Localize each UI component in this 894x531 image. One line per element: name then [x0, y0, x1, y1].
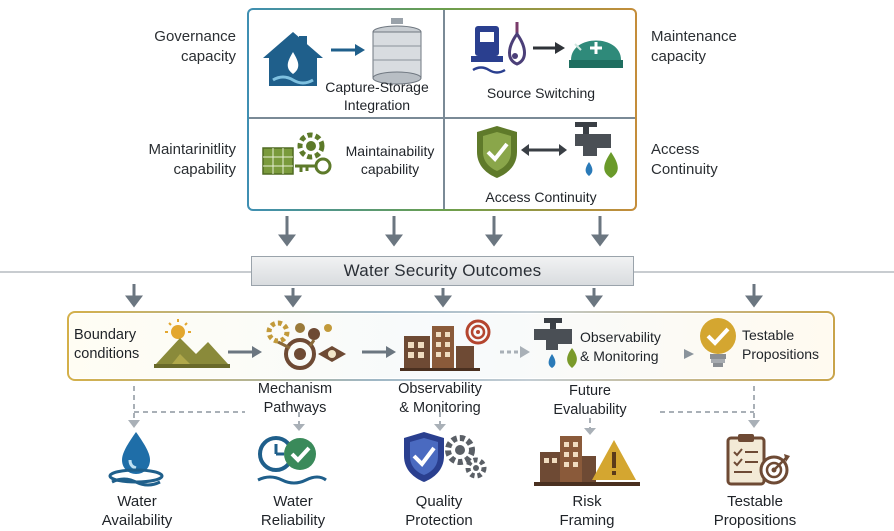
banner-rule-left [0, 271, 251, 273]
maintainability-icon [262, 132, 332, 175]
matrix-divider-horizontal [249, 117, 635, 119]
water-availability-icon [108, 432, 164, 487]
risk-framing-icon [534, 436, 640, 486]
capture-storage-icon [263, 18, 422, 86]
testable-propositions-icon [726, 434, 790, 486]
mechanism-pathways-icon [266, 320, 346, 370]
maintenance-capacity-label: Maintenance capacity [651, 28, 737, 65]
testable-propositions-label: Testable Propositions [713, 493, 797, 529]
testable-propositions-panel-label: Testable Propositions [742, 327, 820, 362]
source-switching-label: Source Switching [486, 85, 596, 101]
access-continuity-label: Access Continuity [485, 189, 597, 205]
water-availability-label: Water Availability [101, 493, 173, 529]
access-continuity-icon [477, 122, 618, 178]
mountain-sun-icon [154, 319, 230, 368]
source-switching-icon [471, 22, 623, 74]
capture-storage-label: Capture-Storage Integration [325, 79, 429, 113]
panel-arrow-3 [500, 346, 530, 358]
access-continuity-side-label: Access Continuity [651, 141, 718, 178]
maintainability-capability-side-label: Maintarinitlity capability [148, 141, 236, 178]
mechanism-pathways-label: Mechanism Pathways [257, 381, 333, 416]
governance-capacity-label: Governance capacity [154, 28, 236, 65]
capacity-matrix: Capture-Storage Integration Source Switc… [247, 8, 637, 211]
quality-protection-icon [404, 432, 487, 482]
faucet-drops-icon [534, 318, 577, 368]
boundary-conditions-label: Boundary conditions [74, 327, 140, 362]
matrix-divider-vertical [443, 10, 445, 209]
future-evaluability-label: Future Evaluability [553, 383, 627, 418]
water-security-outcomes-banner: Water Security Outcomes [251, 256, 634, 286]
risk-framing-label: Risk Framing [559, 493, 615, 529]
banner-rule-right [634, 271, 894, 273]
lightbulb-check-icon [700, 318, 736, 367]
observability-monitoring-label: Observability & Monitoring [398, 381, 482, 416]
panel-arrow-2 [362, 346, 396, 358]
observability-monitoring-panel-label: Observability & Monitoring [580, 329, 661, 364]
panel-arrow-1 [228, 346, 262, 358]
water-reliability-label: Water Reliability [260, 493, 326, 529]
quality-protection-label: Quality Protection [405, 493, 473, 529]
panel-arrow-4 [684, 349, 694, 359]
observability-buildings-icon [400, 319, 491, 371]
maintainability-label: Maintainability capability [345, 143, 435, 177]
water-reliability-icon [257, 436, 327, 485]
